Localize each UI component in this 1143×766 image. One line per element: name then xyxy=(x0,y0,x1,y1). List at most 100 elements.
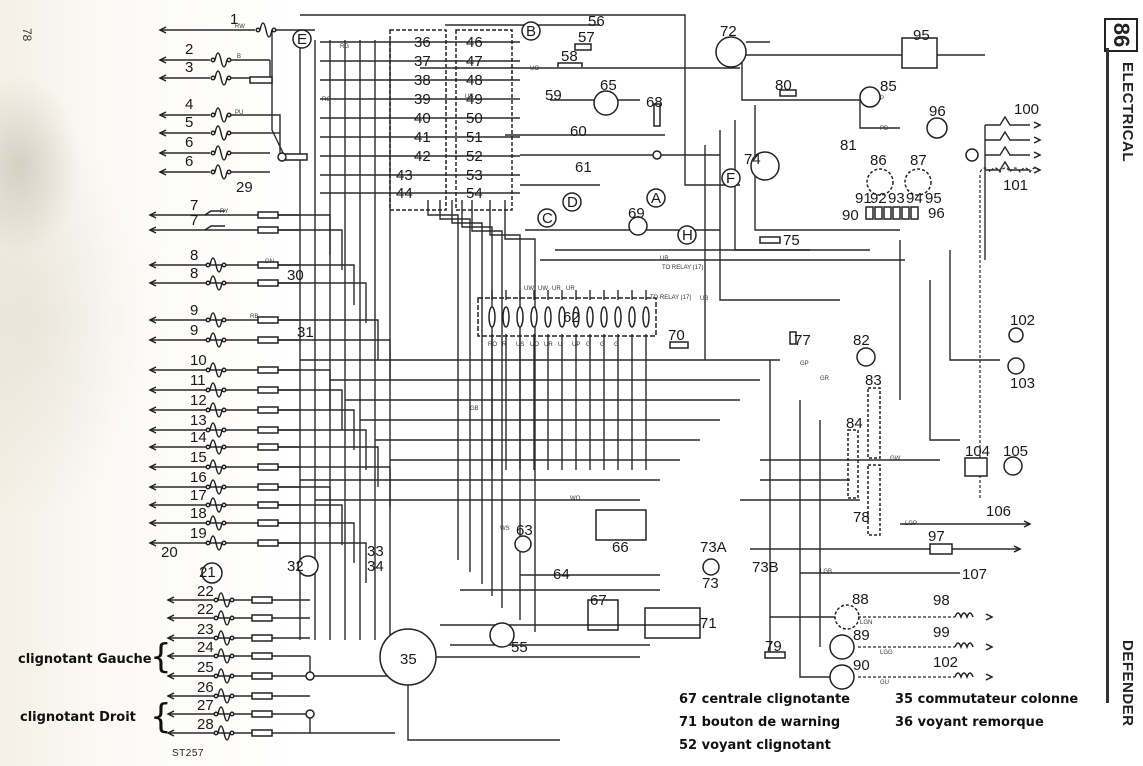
ground-arrow-icon xyxy=(148,406,157,414)
terminal xyxy=(229,693,235,699)
connector-block xyxy=(257,226,279,234)
wire-code-label: GR xyxy=(820,376,830,382)
terminal xyxy=(221,280,227,286)
column-switch-icon xyxy=(379,628,437,686)
legend-item-71: 71 bouton de warning xyxy=(679,715,841,730)
warning-lamp-label-43: 43 xyxy=(396,167,413,184)
wire xyxy=(278,214,331,255)
component-label-23: 23 xyxy=(197,621,214,638)
wire-code-label: RG xyxy=(340,44,349,50)
connector-label-H: H xyxy=(682,227,693,244)
terminal xyxy=(205,407,211,413)
component-label-65: 65 xyxy=(600,77,617,94)
component-label-21: 21 xyxy=(199,564,216,581)
fuse-wire-code-bottom: US xyxy=(516,342,524,348)
gauge-84-icon xyxy=(834,604,860,630)
connector-block xyxy=(257,501,279,509)
component-label-16: 16 xyxy=(190,469,207,486)
connector-82 xyxy=(847,429,859,499)
brace-left-indicators: { xyxy=(150,637,172,677)
connector-block xyxy=(257,483,279,491)
sender-icon xyxy=(954,672,974,680)
bulb-icon xyxy=(217,630,231,646)
legend-item-35: 35 commutateur colonne xyxy=(895,692,1079,707)
fuse-icon xyxy=(502,306,510,328)
terminal-block xyxy=(910,206,919,220)
component-label-14: 14 xyxy=(190,429,207,446)
fuse-icon xyxy=(530,306,538,328)
wire-code-label: GU xyxy=(880,680,889,686)
component-label-2: 2 xyxy=(185,41,193,58)
fuse-wire-code-bottom: UO xyxy=(530,342,539,348)
bulb-icon xyxy=(209,275,223,291)
warning-lamp-label-49: 49 xyxy=(466,91,483,108)
wire xyxy=(985,130,1030,141)
component-label-13: 13 xyxy=(190,412,207,429)
component-label-94: 94 xyxy=(906,190,923,207)
terminal xyxy=(229,730,235,736)
wire-code-label: PU xyxy=(235,110,243,116)
wire xyxy=(278,319,379,360)
component-label-11: 11 xyxy=(190,372,206,389)
terminal xyxy=(226,112,232,118)
wire xyxy=(949,250,1000,361)
terminal xyxy=(210,112,216,118)
component-label-72: 72 xyxy=(720,23,737,40)
connector-block xyxy=(779,89,797,97)
wire-code-label: GW xyxy=(890,456,901,462)
component-label-105: 102 xyxy=(1010,312,1035,329)
bulb-icon xyxy=(209,312,223,328)
ground-arrow-icon xyxy=(1023,520,1032,528)
label-layer: 1234566297788991011121314151617181920213… xyxy=(161,11,1039,733)
component-label-55: 55 xyxy=(511,639,528,656)
ground-arrow-icon xyxy=(148,316,157,324)
ground-arrow-icon xyxy=(1033,121,1042,129)
connector-A-icon xyxy=(646,188,666,208)
ground-arrow-icon xyxy=(985,643,994,651)
component-label-97: 95 xyxy=(913,27,930,44)
connector-F-icon xyxy=(721,168,741,188)
terminal xyxy=(205,387,211,393)
warning-lamp-block-right xyxy=(455,29,513,211)
terminal xyxy=(226,57,232,63)
component-label-98: 96 xyxy=(929,103,946,120)
warning-lamp-label-38: 38 xyxy=(414,72,431,89)
terminal xyxy=(213,597,219,603)
terminal xyxy=(221,444,227,450)
terminal xyxy=(205,464,211,470)
terminal xyxy=(226,130,232,136)
ground-arrow-icon xyxy=(166,710,175,718)
component-74-icon xyxy=(750,151,780,181)
terminal xyxy=(221,367,227,373)
component-105-icon xyxy=(1008,327,1024,343)
component-label-109: 106 xyxy=(986,503,1011,520)
legend-item-52: 52 voyant clignotant xyxy=(679,738,831,753)
connector-block xyxy=(257,261,279,269)
fuse-icon xyxy=(572,306,580,328)
terminal xyxy=(213,711,219,717)
component-55-icon xyxy=(489,622,515,648)
gauge-85-icon xyxy=(829,634,855,660)
component-label-71: 71 xyxy=(700,615,717,632)
component-label-91: 91 xyxy=(855,190,872,207)
wire xyxy=(799,400,830,678)
wire-code-label: WO xyxy=(570,496,581,502)
fuse-icon xyxy=(558,306,566,328)
warning-lamp-label-48: 48 xyxy=(466,72,483,89)
connector-block xyxy=(764,651,786,659)
component-63-icon xyxy=(514,535,532,553)
connector-D-icon xyxy=(562,192,582,212)
wire-code-label: GN xyxy=(265,259,274,265)
connector-block xyxy=(257,539,279,547)
wire-code-label: US xyxy=(465,94,473,100)
ground-arrow-icon xyxy=(148,261,157,269)
wire-code-label: UB xyxy=(700,296,708,302)
wire-code-label: LGN xyxy=(860,620,872,626)
relay-note: TO RELAY (17) xyxy=(662,265,703,271)
terminal xyxy=(229,635,235,641)
terminal xyxy=(210,150,216,156)
connector-block xyxy=(251,729,273,737)
terminal xyxy=(205,317,211,323)
bulb-icon xyxy=(209,422,223,438)
annotation-right-indicators: clignotant Droit xyxy=(20,710,136,725)
